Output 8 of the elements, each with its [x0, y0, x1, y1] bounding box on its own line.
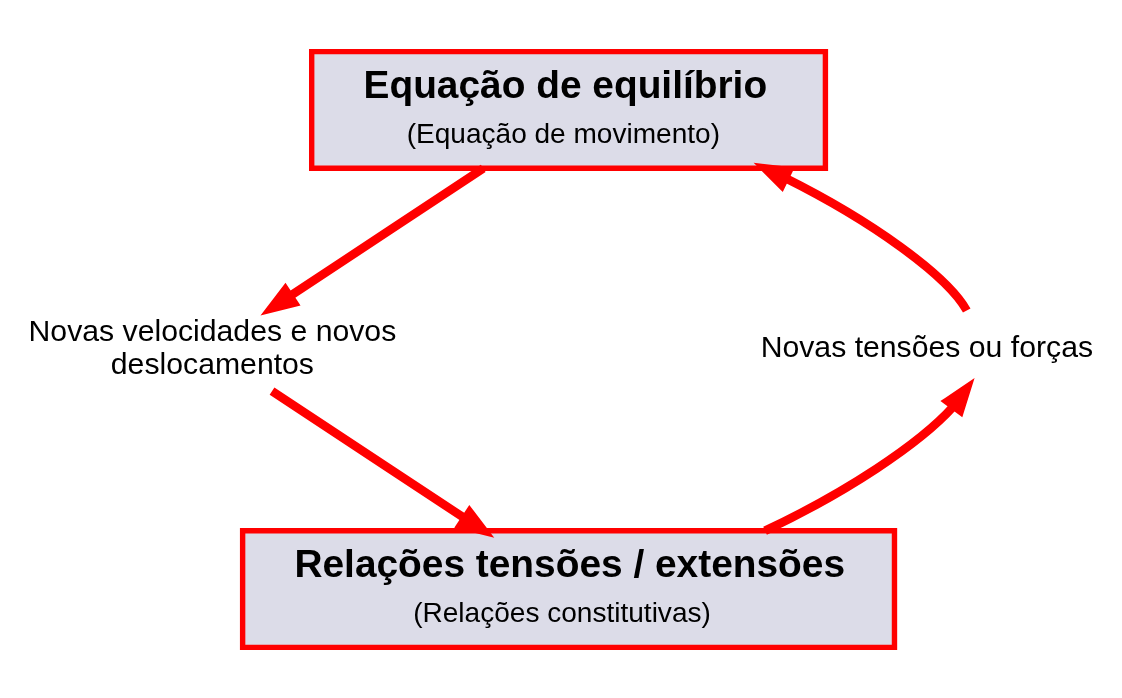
node-box: Relações tensões / extensões (Relações constitutivas)	[239, 527, 898, 650]
arrow	[269, 386, 495, 538]
node-text: Novas tensões ou forças	[760, 329, 1094, 363]
arrow	[260, 164, 486, 316]
node-box: Equação de equilíbrio (Equação de movimento)	[309, 48, 829, 171]
arrow	[763, 377, 975, 535]
arrow	[753, 162, 971, 313]
node-text: Novas velocidades e novos deslocamentos	[28, 313, 397, 380]
